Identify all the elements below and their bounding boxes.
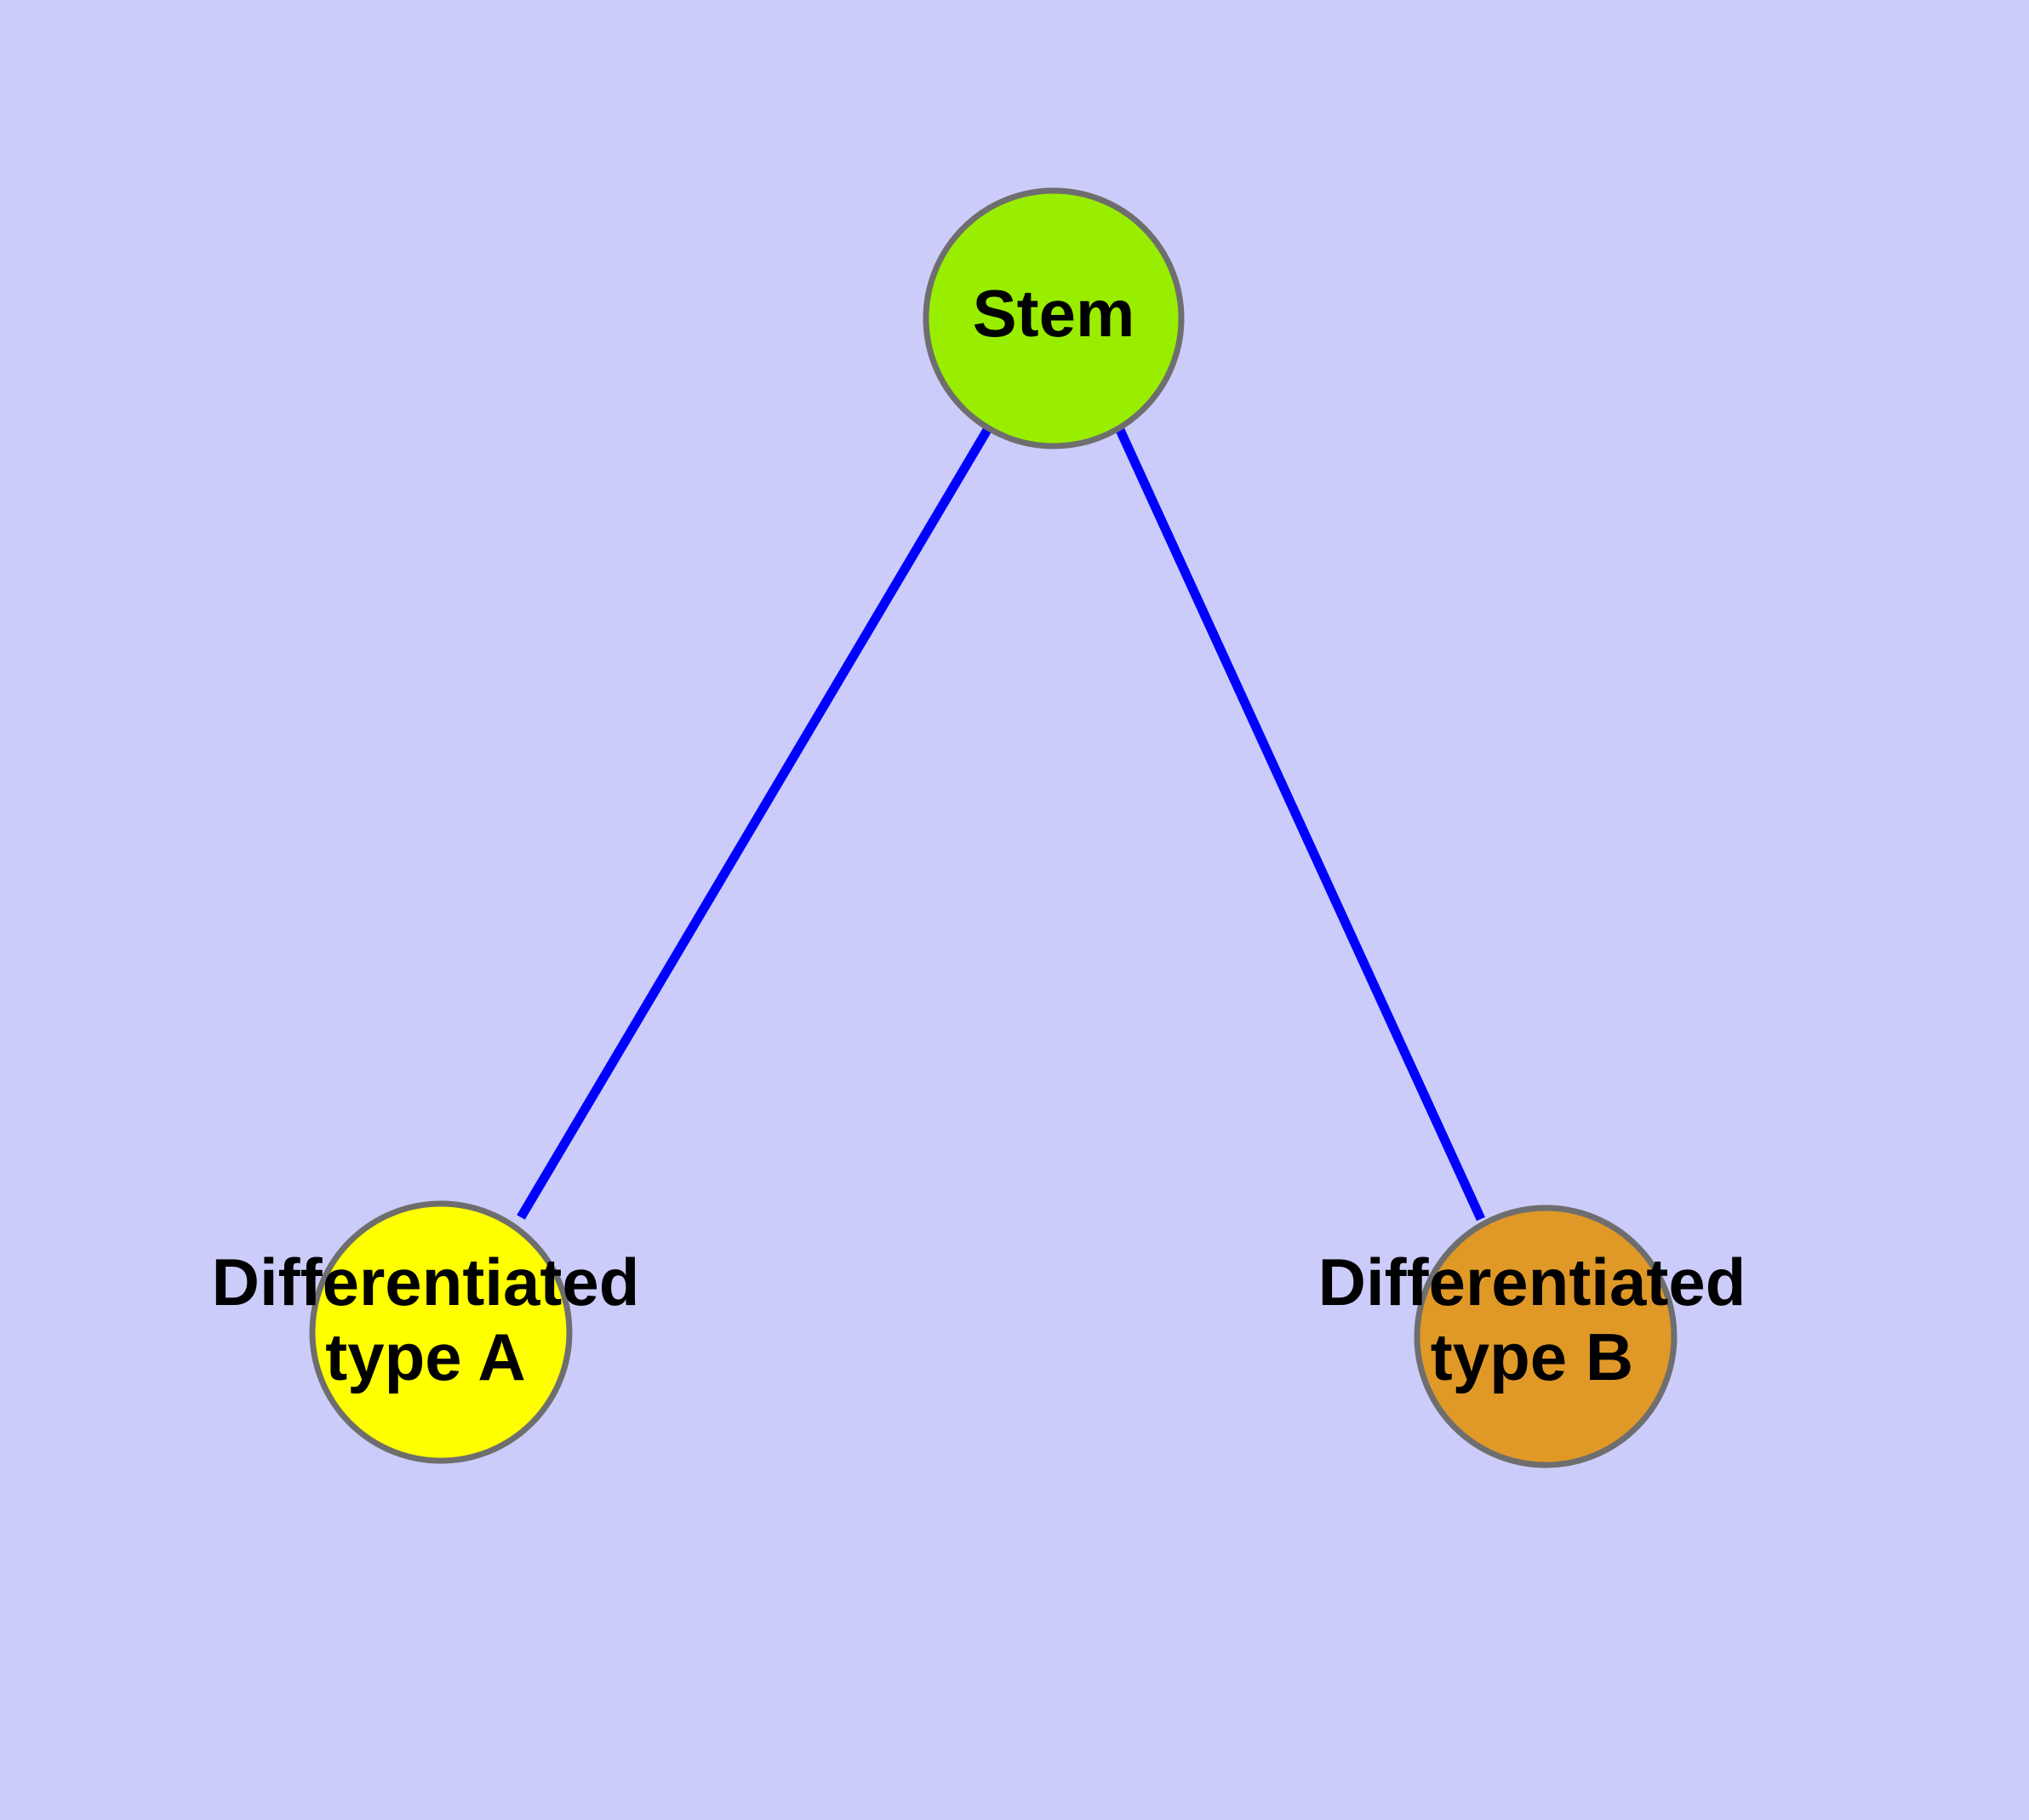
node-stem-label: Stem xyxy=(973,276,1135,351)
node-diff-b-circle[interactable] xyxy=(1414,1205,1677,1468)
edge-stem-to-diff-a xyxy=(517,427,992,1220)
node-diff-a-circle[interactable] xyxy=(309,1200,573,1464)
node-stem[interactable]: Stem xyxy=(923,187,1185,449)
node-stem-circle[interactable] xyxy=(923,187,1185,449)
edges-layer xyxy=(517,427,1486,1222)
edge-stem-to-diff-b xyxy=(1115,427,1486,1222)
